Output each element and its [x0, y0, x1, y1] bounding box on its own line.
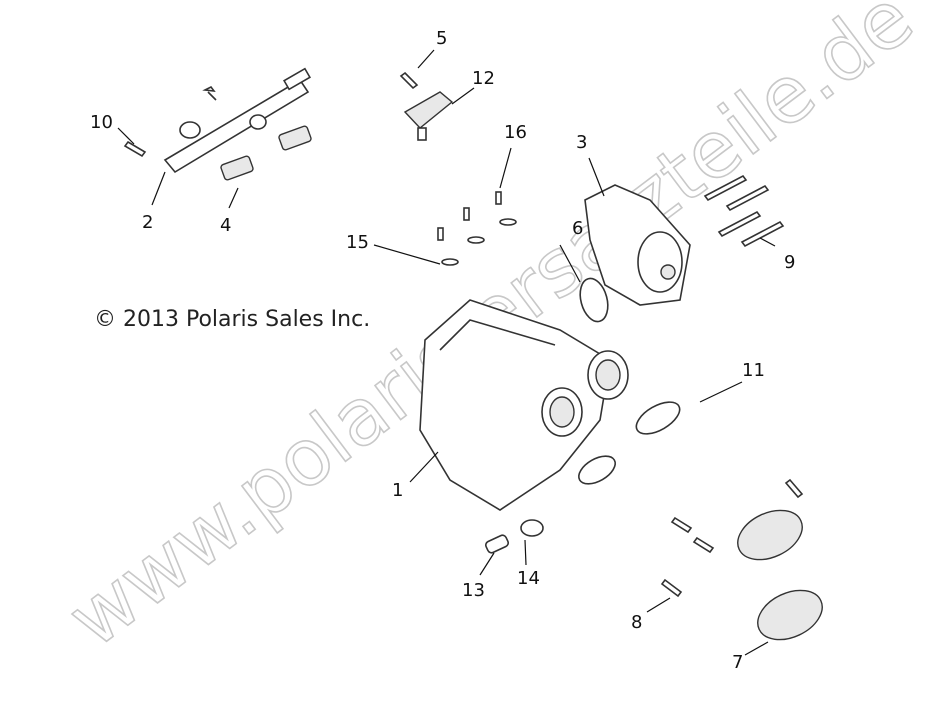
- callout-13: 13: [462, 580, 485, 601]
- callout-5: 5: [436, 28, 447, 49]
- o-ring: [579, 277, 609, 323]
- leader-lines: [117, 49, 776, 656]
- callout-8: 8: [631, 612, 642, 633]
- intake-boots: [737, 509, 823, 641]
- bolt-10: [123, 140, 147, 158]
- callout-12: 12: [472, 68, 495, 89]
- bolts-8: [660, 478, 804, 598]
- fuel-injector: [220, 125, 312, 181]
- callout-16: 16: [504, 122, 527, 143]
- callout-2: 2: [142, 212, 153, 233]
- callout-9: 9: [784, 252, 795, 273]
- callout-4: 4: [220, 215, 231, 236]
- callout-6: 6: [572, 218, 583, 239]
- long-bolts: [703, 174, 785, 248]
- hose-clamps: [578, 401, 681, 485]
- callout-11: 11: [742, 360, 765, 381]
- callout-7: 7: [732, 652, 743, 673]
- callout-10: 10: [90, 112, 113, 133]
- fitting-13-14: [485, 519, 544, 554]
- callout-1: 1: [392, 480, 403, 501]
- callout-14: 14: [517, 568, 540, 589]
- fuel-rail: [163, 67, 311, 174]
- small-bolts: [437, 191, 517, 266]
- callout-15: 15: [346, 232, 369, 253]
- callout-3: 3: [576, 132, 587, 153]
- throttle-body: [584, 184, 691, 306]
- intake-manifold: [419, 299, 629, 511]
- copyright-text: © 2013 Polaris Sales Inc.: [94, 307, 370, 332]
- map-sensor: [403, 91, 454, 141]
- bolt-5: [399, 71, 419, 90]
